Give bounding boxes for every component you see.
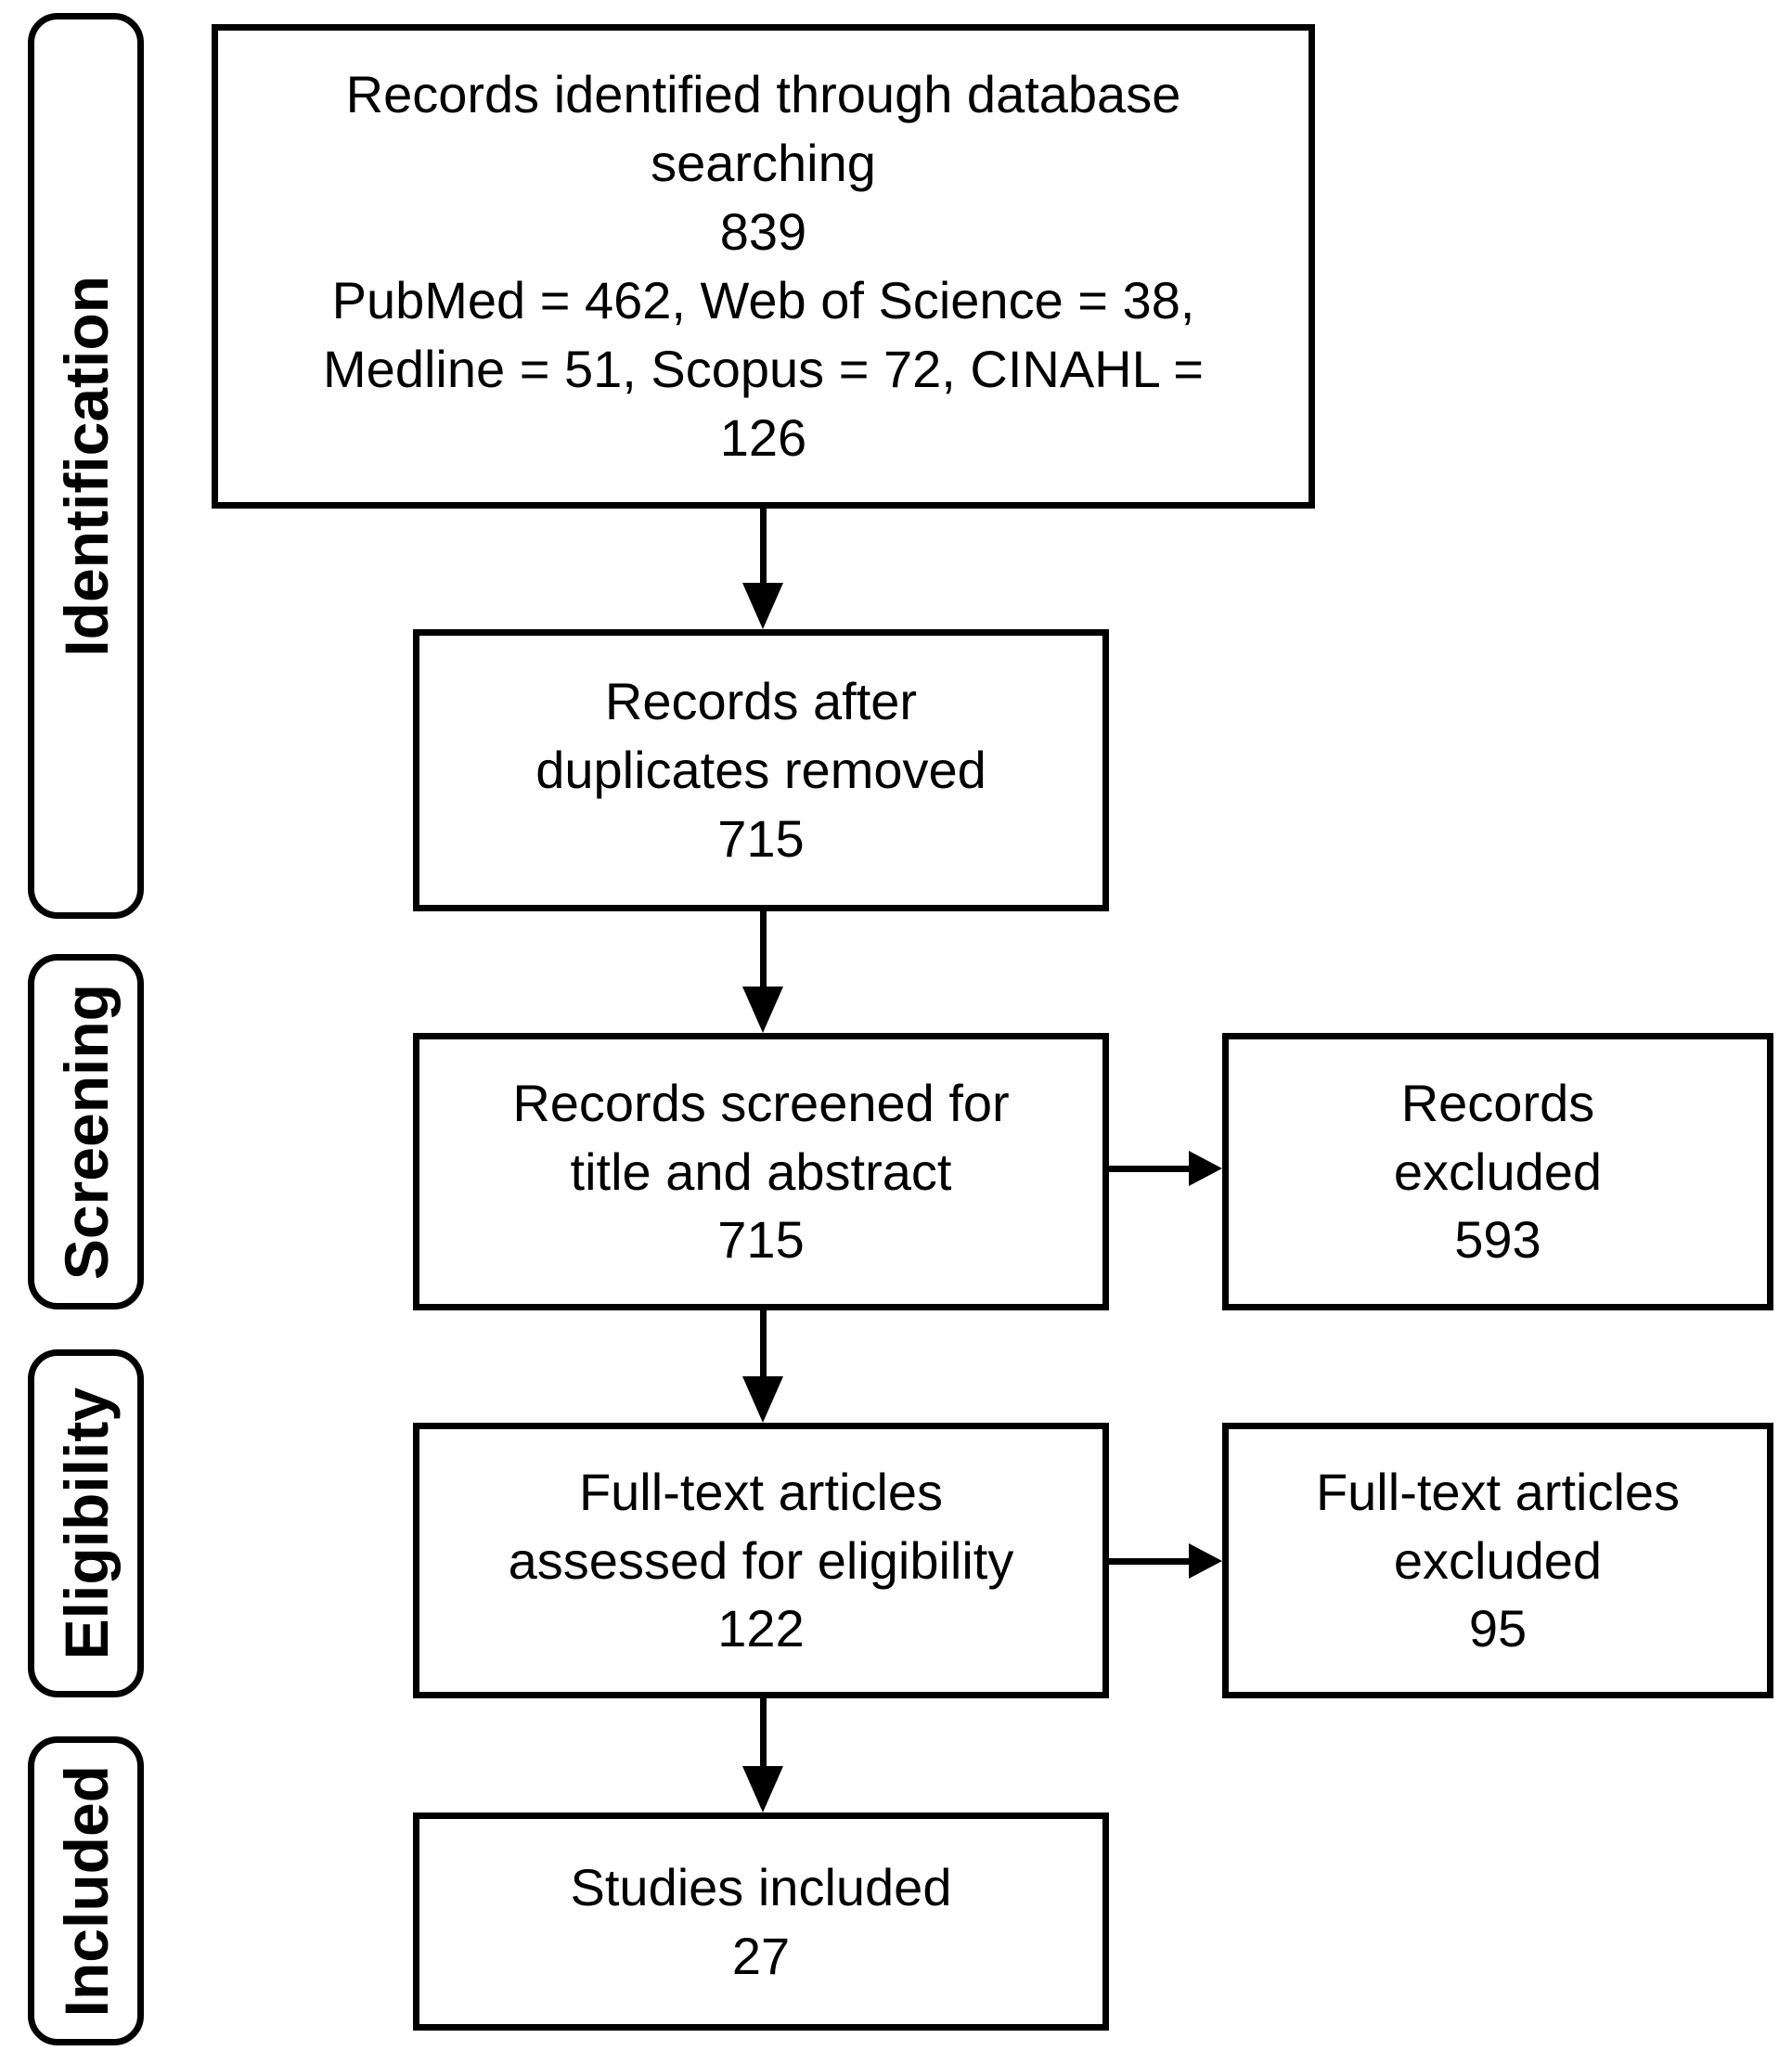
arrow-head-right-icon [1189, 1151, 1222, 1186]
arrow-head-down-icon [742, 1766, 783, 1812]
flow-box-fulltext-excluded: Full-text articles excluded 95 [1222, 1423, 1773, 1698]
flow-box-fulltext-excluded-text: Full-text articles excluded 95 [1315, 1462, 1681, 1658]
arrow-head-down-icon [742, 987, 783, 1033]
arrow-down-duplicates-to-screened [742, 911, 783, 1033]
flow-box-fulltext-assessed-text: Full-text articles assessed for eligibil… [508, 1462, 1014, 1658]
arrow-head-down-icon [742, 583, 783, 629]
flow-box-records-identified-text: Records identified through database sear… [323, 65, 1204, 467]
stage-box-eligibility: Eligibility [28, 1349, 144, 1697]
arrow-stem [1109, 1557, 1189, 1565]
stage-label-identification: Identification [51, 275, 121, 657]
arrow-stem [759, 509, 767, 583]
flow-box-studies-included-text: Studies included 27 [570, 1857, 952, 1985]
arrow-down-fulltext-to-included [742, 1698, 783, 1812]
flow-box-duplicates-removed: Records after duplicates removed 715 [413, 629, 1109, 911]
stage-box-screening: Screening [28, 954, 144, 1309]
flow-box-studies-included: Studies included 27 [413, 1812, 1109, 2031]
arrow-stem [1109, 1165, 1189, 1172]
arrow-right-screened-to-records-excluded [1109, 1151, 1222, 1186]
flow-box-records-identified: Records identified through database sear… [212, 24, 1315, 509]
flow-box-records-excluded: Records excluded 593 [1222, 1033, 1773, 1310]
arrow-stem [759, 911, 767, 987]
arrow-right-fulltext-to-fulltext-excluded [1109, 1543, 1222, 1579]
arrow-stem [759, 1310, 767, 1376]
arrow-down-identified-to-duplicates [742, 509, 783, 629]
arrow-head-right-icon [1189, 1543, 1222, 1579]
arrow-stem [759, 1698, 767, 1766]
flow-box-duplicates-removed-text: Records after duplicates removed 715 [535, 672, 986, 868]
stage-box-included: Included [28, 1736, 144, 2045]
arrow-head-down-icon [742, 1376, 783, 1423]
flow-box-records-excluded-text: Records excluded 593 [1393, 1073, 1603, 1270]
stage-label-eligibility: Eligibility [51, 1387, 121, 1660]
stage-box-identification: Identification [28, 13, 144, 919]
flow-box-records-screened-text: Records screened for title and abstract … [512, 1073, 1010, 1270]
stage-label-screening: Screening [51, 983, 121, 1281]
flow-box-fulltext-assessed: Full-text articles assessed for eligibil… [413, 1423, 1109, 1698]
arrow-down-screened-to-fulltext [742, 1310, 783, 1423]
stage-label-included: Included [51, 1764, 121, 2018]
flow-box-records-screened: Records screened for title and abstract … [413, 1033, 1109, 1310]
